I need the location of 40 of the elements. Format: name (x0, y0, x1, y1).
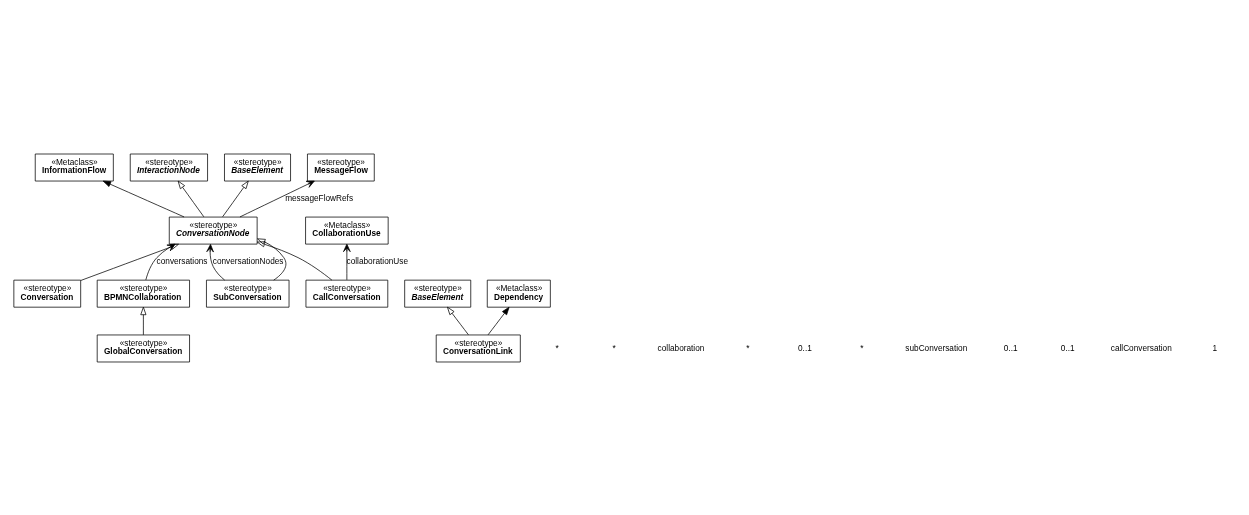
arrow (256, 240, 333, 280)
node-box: «stereotype» ConversationNode (168, 216, 258, 244)
arrow (206, 243, 226, 280)
edge-label: conversationNodes (212, 256, 284, 266)
label: * (746, 343, 750, 353)
edge-label: messageFlowRefs (285, 193, 354, 203)
label: * (612, 343, 616, 353)
label: * (555, 343, 559, 353)
node-box: «stereotype» BaseElement (404, 279, 472, 308)
node-box: «stereotype» BaseElement (224, 153, 291, 181)
arrow (222, 180, 249, 217)
node-box: «stereotype» ConversationLink (435, 334, 521, 362)
label: * (860, 343, 864, 353)
node-box: «stereotype» MessageFlow (307, 153, 375, 181)
arrow (257, 237, 287, 280)
edge-label: collaborationUse (346, 256, 408, 266)
label: subConversation (905, 343, 968, 353)
node-box: «stereotype» SubConversation (206, 279, 290, 308)
node-box: «stereotype» Conversation (13, 279, 82, 308)
arrow (102, 180, 185, 217)
node-box: «Metaclass» InformationFlow (34, 153, 114, 181)
arrow (447, 306, 469, 335)
label: 0..1 (1060, 343, 1075, 353)
node-box: «stereotype» InteractionNode (129, 153, 208, 181)
label: 0..1 (1003, 343, 1018, 353)
node-box: «Metaclass» CollaborationUse (305, 216, 389, 244)
arrow (487, 306, 510, 335)
label: callConversation (1110, 343, 1172, 353)
edge-label: conversations (156, 256, 208, 266)
label: collaboration (657, 343, 705, 353)
arrow (239, 180, 315, 217)
node-box: «stereotype» CallConversation (305, 279, 389, 308)
node-box: «Metaclass» Dependency (486, 279, 551, 308)
node-box: «stereotype» BPMNCollaboration (96, 279, 190, 308)
arrow (343, 243, 351, 280)
label: 0..1 (798, 343, 812, 353)
label: 1 (1212, 343, 1218, 353)
arrow (140, 306, 147, 335)
arrow (177, 180, 205, 217)
node-box: «stereotype» GlobalConversation (96, 334, 190, 362)
